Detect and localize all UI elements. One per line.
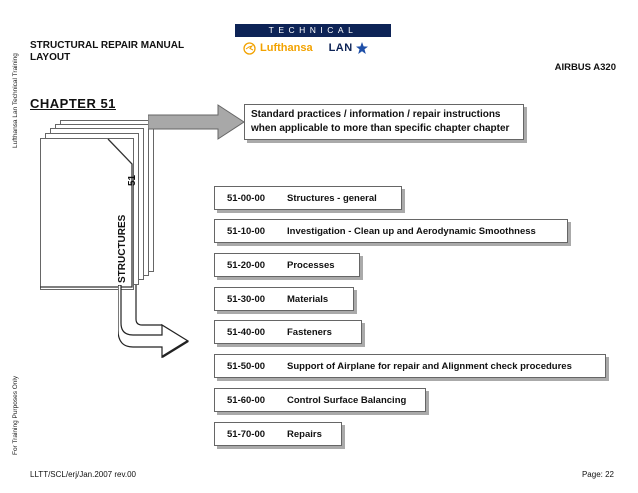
section-51-00-00: 51-00-00 Structures - general [214,186,402,210]
side-text-bottom: For Training Purposes Only [12,375,19,455]
sheet-tab-outline [40,138,133,288]
section-title: Fasteners [287,326,332,338]
description-line1: Standard practices / information / repai… [251,109,501,120]
lan-logo-text: LAN [328,42,353,54]
section-title: Investigation - Clean up and Aerodynamic… [287,225,536,237]
curved-arrow-icon [118,285,190,359]
manual-title-line1: STRUCTURAL REPAIR MANUAL [30,40,185,51]
section-title: Control Surface Balancing [287,394,407,406]
section-51-70-00: 51-70-00 Repairs [214,422,342,446]
description-line2: when applicable to more than specific ch… [251,123,510,134]
tab-label: STRUCTURES [117,214,128,283]
chapter-title: CHAPTER 51 [30,96,116,111]
section-code: 51-10-00 [227,225,266,237]
tab-number: 51 [127,174,138,186]
section-code: 51-40-00 [227,326,266,338]
section-51-60-00: 51-60-00 Control Surface Balancing [214,388,426,412]
section-code: 51-20-00 [227,259,266,271]
manual-title: STRUCTURAL REPAIR MANUAL LAYOUT [30,40,184,64]
section-51-20-00: 51-20-00 Processes [214,253,360,277]
section-title: Materials [287,293,329,305]
section-code: 51-70-00 [227,428,266,440]
section-title: Processes [287,259,335,271]
section-title: Support of Airplane for repair and Align… [287,360,572,372]
technical-training-banner: TECHNICAL TRAINING [235,24,391,48]
footer-page-number: Page: 22 [581,470,614,479]
lufthansa-crane-icon [243,41,256,55]
section-code: 51-50-00 [227,360,266,372]
section-title: Repairs [287,428,322,440]
lan-star-icon [355,42,368,54]
sheet-front [40,138,134,290]
logo-row: Lufthansa LAN [243,41,369,55]
aircraft-label: AIRBUS A320 [554,62,616,73]
lufthansa-logo-text: Lufthansa [260,42,313,54]
section-code: 51-00-00 [227,192,266,204]
section-51-10-00: 51-10-00 Investigation - Clean up and Ae… [214,219,568,243]
section-code: 51-60-00 [227,394,266,406]
section-title: Structures - general [287,192,377,204]
chapter-description-box: Standard practices / information / repai… [244,104,524,140]
section-51-30-00: 51-30-00 Materials [214,287,354,311]
section-code: 51-30-00 [227,293,266,305]
manual-title-line2: LAYOUT [30,52,71,63]
section-51-50-00: 51-50-00 Support of Airplane for repair … [214,354,606,378]
right-arrow-icon [148,104,245,140]
footer-doc-ref: LLTT/SCL/erj/Jan.2007 rev.00 [30,470,136,479]
section-51-40-00: 51-40-00 Fasteners [214,320,362,344]
side-text-top: Lufthansa Lan Technical Training [12,53,19,148]
